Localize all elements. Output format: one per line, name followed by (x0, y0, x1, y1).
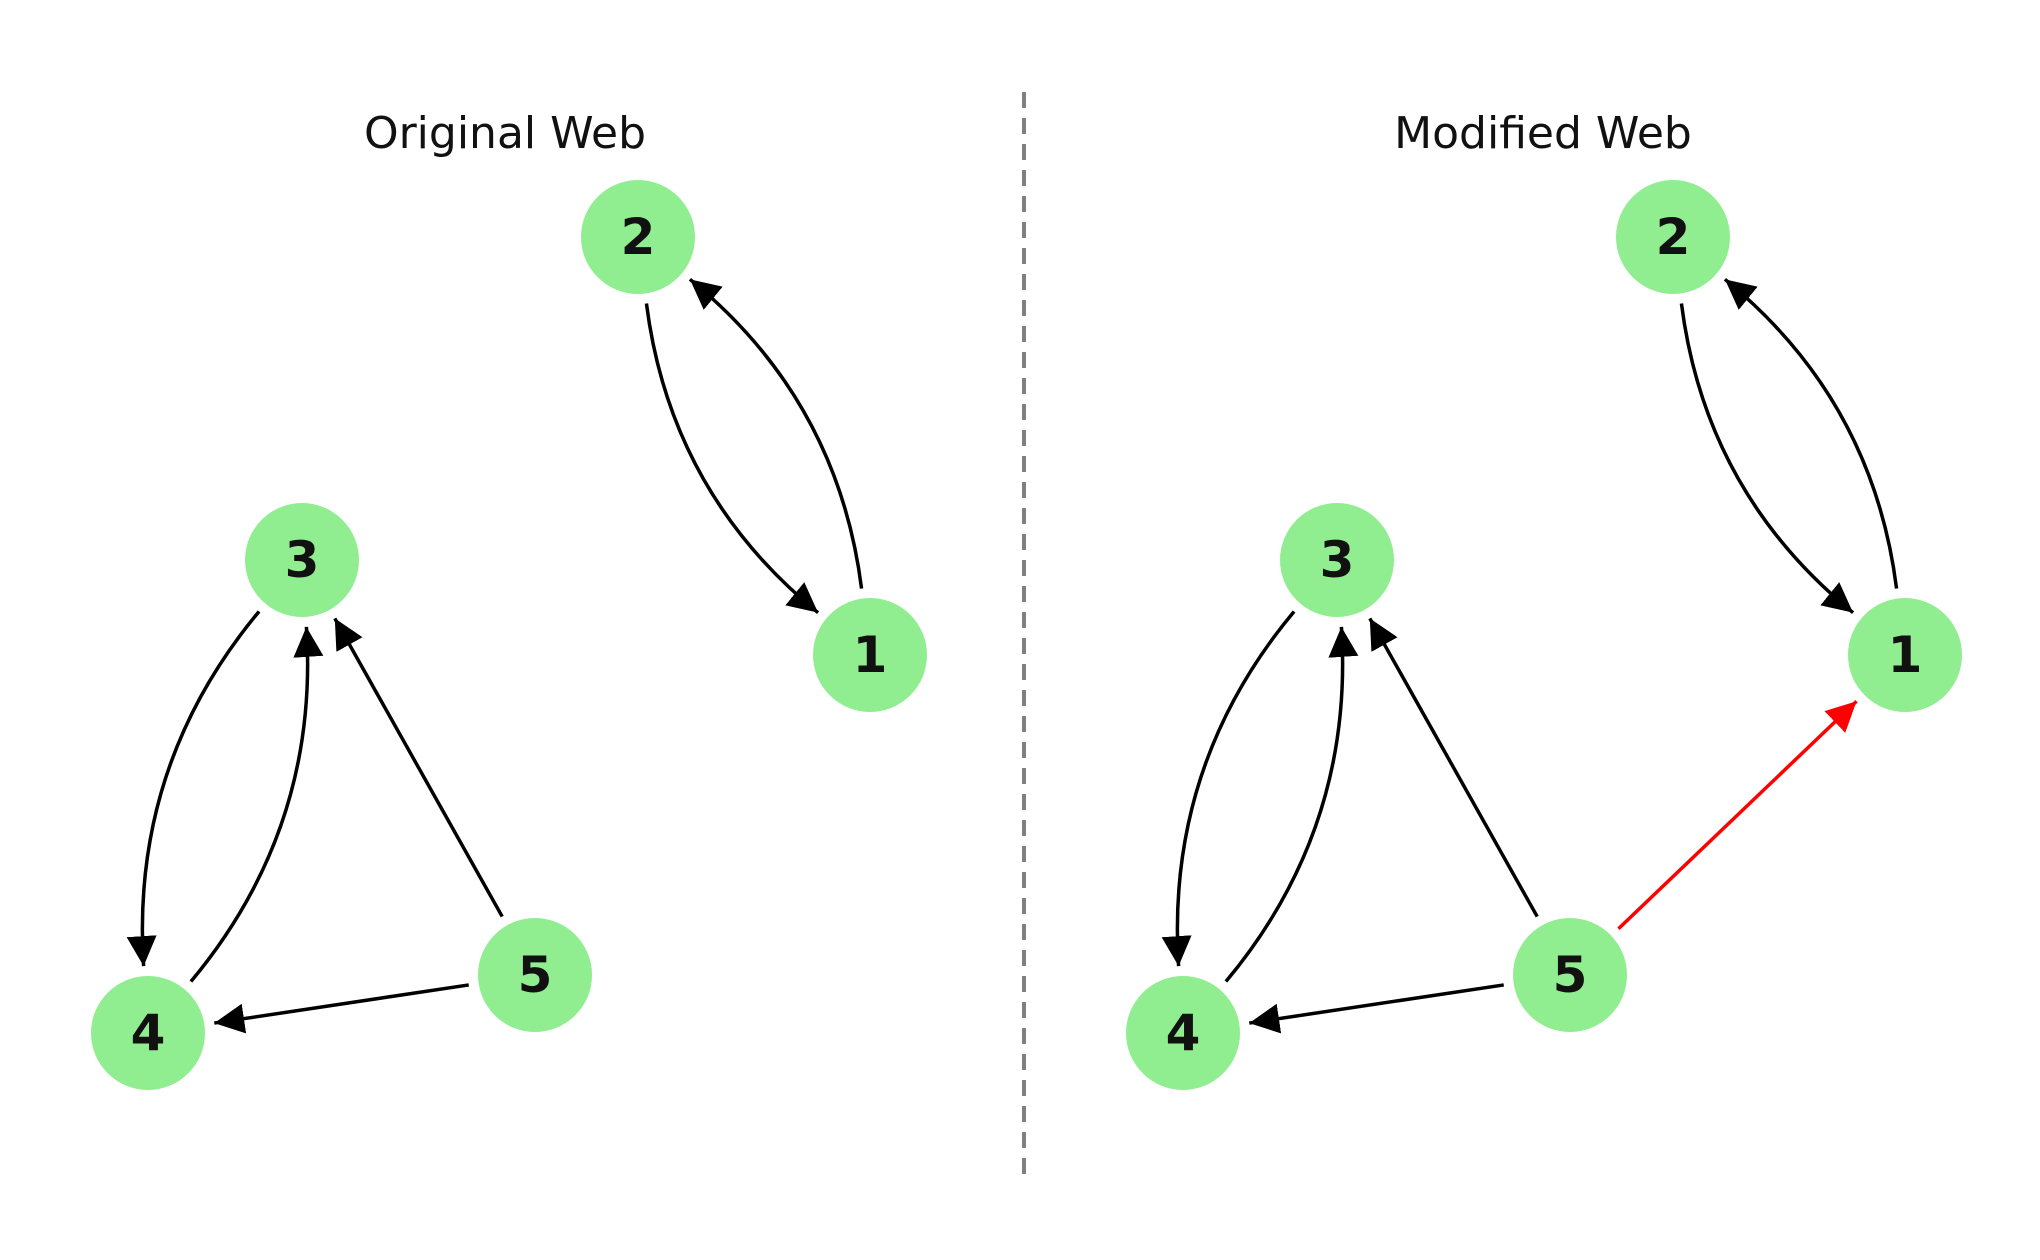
modified-edge-5-to-1 (1617, 700, 1858, 930)
modified-node-4-label: 4 (1166, 1004, 1201, 1062)
original-edge-2-to-1 (644, 303, 820, 615)
original-node-2: 2 (581, 180, 695, 294)
original-edge-5-to-3 (333, 617, 504, 918)
modified-node-4: 4 (1126, 976, 1240, 1090)
original-node-4: 4 (91, 976, 205, 1090)
original-edge-3-to-4 (126, 610, 261, 967)
modified-node-2-label: 2 (1656, 208, 1691, 266)
modified-node-1-label: 1 (1888, 626, 1923, 684)
original-node-2-label: 2 (621, 208, 656, 266)
original-web-panel: 1 2 3 4 5 (91, 180, 927, 1090)
modified-edge-3-to-4 (1161, 610, 1296, 967)
modified-web-nodes: 1 2 3 4 5 (1126, 180, 1962, 1090)
original-node-2-circle (581, 180, 695, 294)
modified-edge-5-to-3 (1368, 617, 1539, 918)
modified-edge-1-to-2 (1723, 277, 1899, 589)
original-node-3-circle (245, 503, 359, 617)
modified-web-title: Modified Web (1394, 108, 1692, 159)
original-node-3: 3 (245, 503, 359, 617)
modified-node-2: 2 (1616, 180, 1730, 294)
modified-web-panel: 1 2 3 4 5 (1126, 180, 1962, 1090)
modified-node-1: 1 (1848, 598, 1962, 712)
original-edge-5-to-4 (214, 983, 469, 1034)
modified-edge-4-to-3 (1224, 626, 1359, 983)
original-node-5: 5 (478, 918, 592, 1032)
modified-edge-5-to-4 (1249, 983, 1504, 1034)
original-web-title: Original Web (364, 108, 646, 159)
original-node-1-label: 1 (853, 626, 888, 684)
original-node-4-circle (91, 976, 205, 1090)
modified-node-5-label: 5 (1553, 946, 1588, 1004)
modified-node-1-circle (1848, 598, 1962, 712)
modified-node-2-circle (1616, 180, 1730, 294)
modified-node-4-circle (1126, 976, 1240, 1090)
modified-node-5-circle (1513, 918, 1627, 1032)
original-web-nodes: 1 2 3 4 5 (91, 180, 927, 1090)
original-node-1-circle (813, 598, 927, 712)
original-node-5-label: 5 (518, 946, 553, 1004)
modified-node-3-circle (1280, 503, 1394, 617)
modified-edge-2-to-1 (1679, 303, 1855, 615)
original-edge-1-to-2 (688, 277, 864, 589)
original-node-1: 1 (813, 598, 927, 712)
modified-web-edges (1161, 277, 1899, 1034)
modified-node-5: 5 (1513, 918, 1627, 1032)
original-node-3-label: 3 (285, 531, 320, 589)
modified-node-3: 3 (1280, 503, 1394, 617)
original-web-edges (126, 277, 864, 1034)
modified-node-3-label: 3 (1320, 531, 1355, 589)
original-edge-4-to-3 (189, 626, 324, 983)
original-node-4-label: 4 (131, 1004, 166, 1062)
original-node-5-circle (478, 918, 592, 1032)
